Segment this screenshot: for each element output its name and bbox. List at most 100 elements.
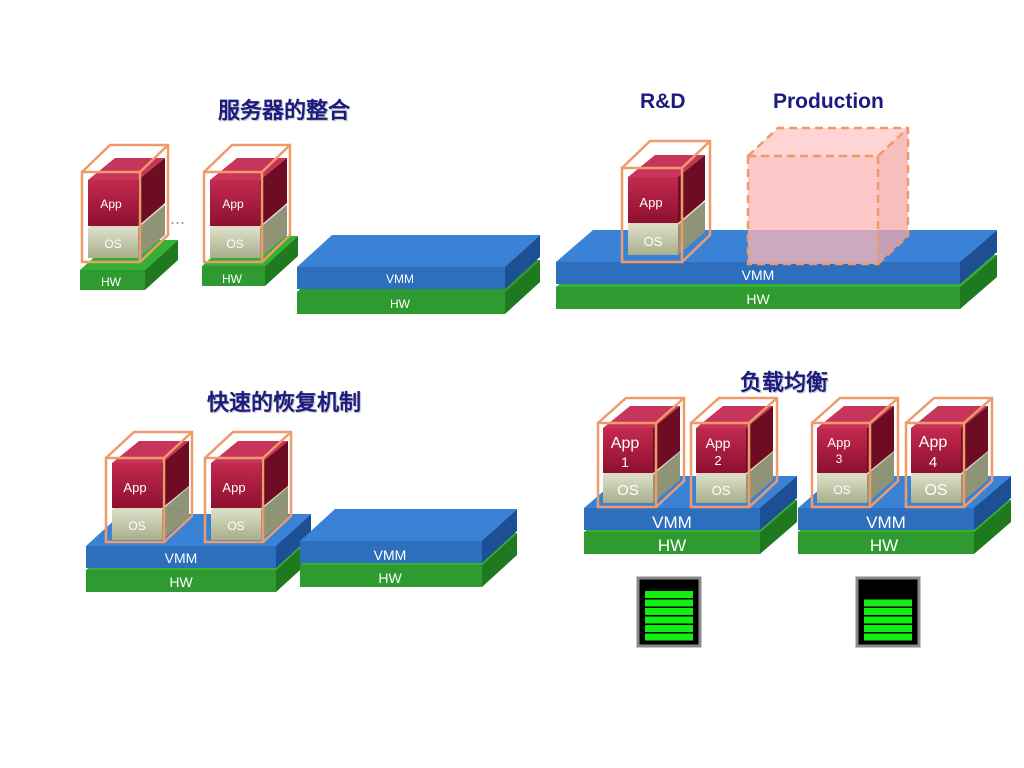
rd-vm: OS App <box>620 139 712 264</box>
load-bar <box>864 633 912 641</box>
app-block <box>603 428 653 473</box>
load-bar <box>645 591 693 598</box>
app-label: App <box>639 195 662 210</box>
app-block <box>88 180 138 226</box>
vmm-block <box>798 508 974 530</box>
vmm-label: VMM <box>374 547 407 563</box>
rd-title: R&D <box>640 90 686 113</box>
vmm-label: VMM <box>742 267 775 283</box>
load-balancing-title: 负载均衡 <box>740 371 829 396</box>
lb-vm-app-1: OS App 1 <box>596 396 686 509</box>
consolidation-title: 服务器的整合 <box>218 99 351 124</box>
recovery-platform-right: HW VMM <box>300 509 517 587</box>
vm-outline <box>80 170 142 264</box>
right-load-meter <box>855 576 921 648</box>
load-bar <box>864 625 912 632</box>
os-block <box>628 225 678 255</box>
os-block <box>696 475 746 503</box>
server-stack-1: HW OS App <box>80 143 178 290</box>
ellipsis: ... <box>170 490 185 510</box>
app-block <box>211 463 261 508</box>
hw-block <box>80 270 145 290</box>
hw-block <box>556 287 960 309</box>
app-block <box>210 180 260 226</box>
hw-label: HW <box>870 536 898 555</box>
vmm-block <box>556 262 960 284</box>
lb-vm-app-3: OS App 3 <box>810 396 900 509</box>
production-vm-placeholder <box>746 126 910 266</box>
os-block <box>817 475 867 503</box>
app-number: 1 <box>621 454 629 470</box>
hw-label: HW <box>101 275 122 289</box>
app-label: App <box>100 197 122 211</box>
os-label: OS <box>227 519 244 533</box>
load-bar <box>864 608 912 615</box>
vm-outline <box>904 421 966 509</box>
load-bar <box>645 608 693 615</box>
app-label: App <box>919 434 948 451</box>
vmm-label: VMM <box>165 550 198 566</box>
os-block <box>88 228 138 258</box>
load-bar <box>864 616 912 624</box>
hw-block <box>202 266 265 286</box>
hw-label: HW <box>169 574 193 590</box>
app-block <box>696 428 746 473</box>
lb-vm-app-4: OS App 4 <box>904 396 994 509</box>
app-block <box>112 463 162 508</box>
os-block <box>911 475 961 503</box>
os-label: OS <box>644 234 663 249</box>
os-block <box>211 510 261 540</box>
vm-outline <box>810 421 872 509</box>
recovery-vm-2: OS App <box>203 430 293 544</box>
app-block <box>817 428 867 473</box>
ellipsis: ... <box>170 208 185 228</box>
production-title: Production <box>773 90 884 113</box>
app-label: App <box>706 435 731 451</box>
os-block <box>112 510 162 540</box>
app-label: App <box>222 480 245 495</box>
os-label: OS <box>924 482 947 499</box>
vm-outline <box>203 456 265 544</box>
os-label: OS <box>104 237 121 251</box>
app-number: 4 <box>929 454 937 471</box>
hw-block <box>584 532 760 554</box>
vmm-block <box>300 541 482 563</box>
vmm-label: VMM <box>652 513 692 532</box>
consolidated-platform: HW VMM <box>297 235 540 314</box>
os-label: OS <box>128 519 145 533</box>
load-bar <box>645 616 693 624</box>
hw-label: HW <box>378 570 402 586</box>
app-number: 2 <box>714 453 721 468</box>
load-bar <box>864 599 912 607</box>
hw-block <box>297 292 505 314</box>
vm-outline <box>596 421 658 509</box>
os-label: OS <box>617 482 639 499</box>
app-label: App <box>611 435 640 452</box>
app-block <box>911 428 961 473</box>
recovery-vm-1: OS App <box>104 430 194 544</box>
left-load-meter <box>636 576 702 648</box>
hw-block <box>798 532 974 554</box>
vm-outline <box>104 456 166 544</box>
app-block <box>628 177 678 223</box>
hw-label: HW <box>390 297 411 311</box>
vmm-label: VMM <box>386 272 414 286</box>
vm-outline <box>202 170 264 264</box>
app-label: App <box>123 480 146 495</box>
app-label: App <box>827 435 850 450</box>
load-bar <box>645 599 693 607</box>
os-block <box>603 475 653 503</box>
lb-vm-app-2: OS App 2 <box>689 396 779 509</box>
hw-label: HW <box>222 272 243 286</box>
app-number: 3 <box>836 452 843 466</box>
load-bar <box>645 633 693 641</box>
vm-outline <box>620 166 684 264</box>
vmm-label: VMM <box>866 513 906 532</box>
os-label: OS <box>712 483 731 498</box>
app-label: App <box>222 197 244 211</box>
vmm-block <box>86 546 276 568</box>
vm-outline <box>689 421 751 509</box>
load-bar <box>645 625 693 632</box>
recovery-title: 快速的恢复机制 <box>207 391 362 416</box>
